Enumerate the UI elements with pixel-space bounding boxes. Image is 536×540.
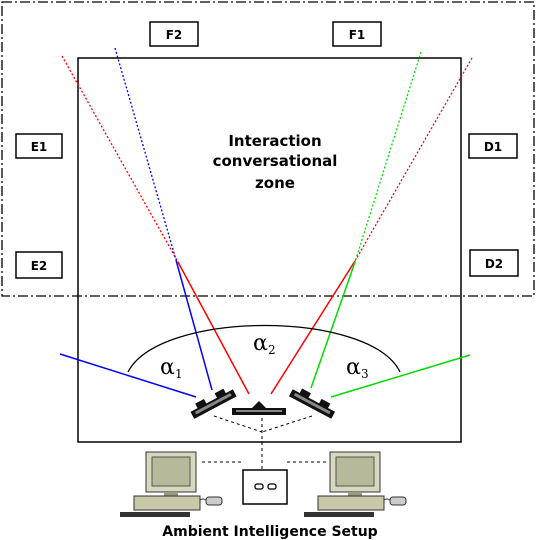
angle-arc — [127, 324, 401, 373]
svg-text:α: α — [160, 355, 175, 380]
zone-label-e2: E2 — [31, 259, 48, 273]
angle-alpha-3: α 3 — [346, 355, 369, 381]
computer-right-icon — [304, 451, 407, 517]
connection-lines — [202, 415, 326, 470]
zone-box-d1: D1 — [468, 133, 518, 159]
green-fov-lines — [310, 51, 471, 398]
zone-label-e1: E1 — [31, 140, 48, 154]
blue-fov-lines — [59, 47, 213, 398]
computer-left-icon — [120, 451, 223, 517]
angle-alpha-2: α 2 — [253, 331, 276, 357]
red-fov-lines — [61, 55, 473, 395]
room-rectangle — [77, 57, 462, 443]
zone-label-f1: F1 — [349, 28, 366, 42]
zone-box-f1: F1 — [332, 21, 382, 47]
camera-center-icon — [232, 401, 286, 415]
zone-title-line3: zone — [255, 174, 295, 192]
svg-text:1: 1 — [175, 367, 183, 381]
svg-text:α: α — [253, 331, 268, 356]
zone-label-d2: D2 — [485, 257, 503, 271]
camera-right-icon — [288, 388, 336, 419]
svg-text:2: 2 — [268, 343, 276, 357]
zone-box-e2: E2 — [15, 251, 63, 279]
zone-label-d1: D1 — [484, 140, 502, 154]
zone-box-f2: F2 — [149, 21, 199, 47]
zone-label-f2: F2 — [166, 28, 183, 42]
svg-text:α: α — [346, 355, 361, 380]
zone-title-line2: conversational — [213, 152, 338, 170]
svg-text:3: 3 — [361, 367, 369, 381]
diagram-caption: Ambient Intelligence Setup — [162, 524, 377, 540]
camera-left-icon — [190, 388, 237, 419]
angle-alpha-1: α 1 — [160, 355, 183, 381]
zone-title-line1: Interaction — [228, 132, 321, 150]
hub-device-icon — [242, 469, 288, 505]
zone-box-d2: D2 — [469, 249, 519, 277]
zone-box-e1: E1 — [15, 133, 63, 159]
